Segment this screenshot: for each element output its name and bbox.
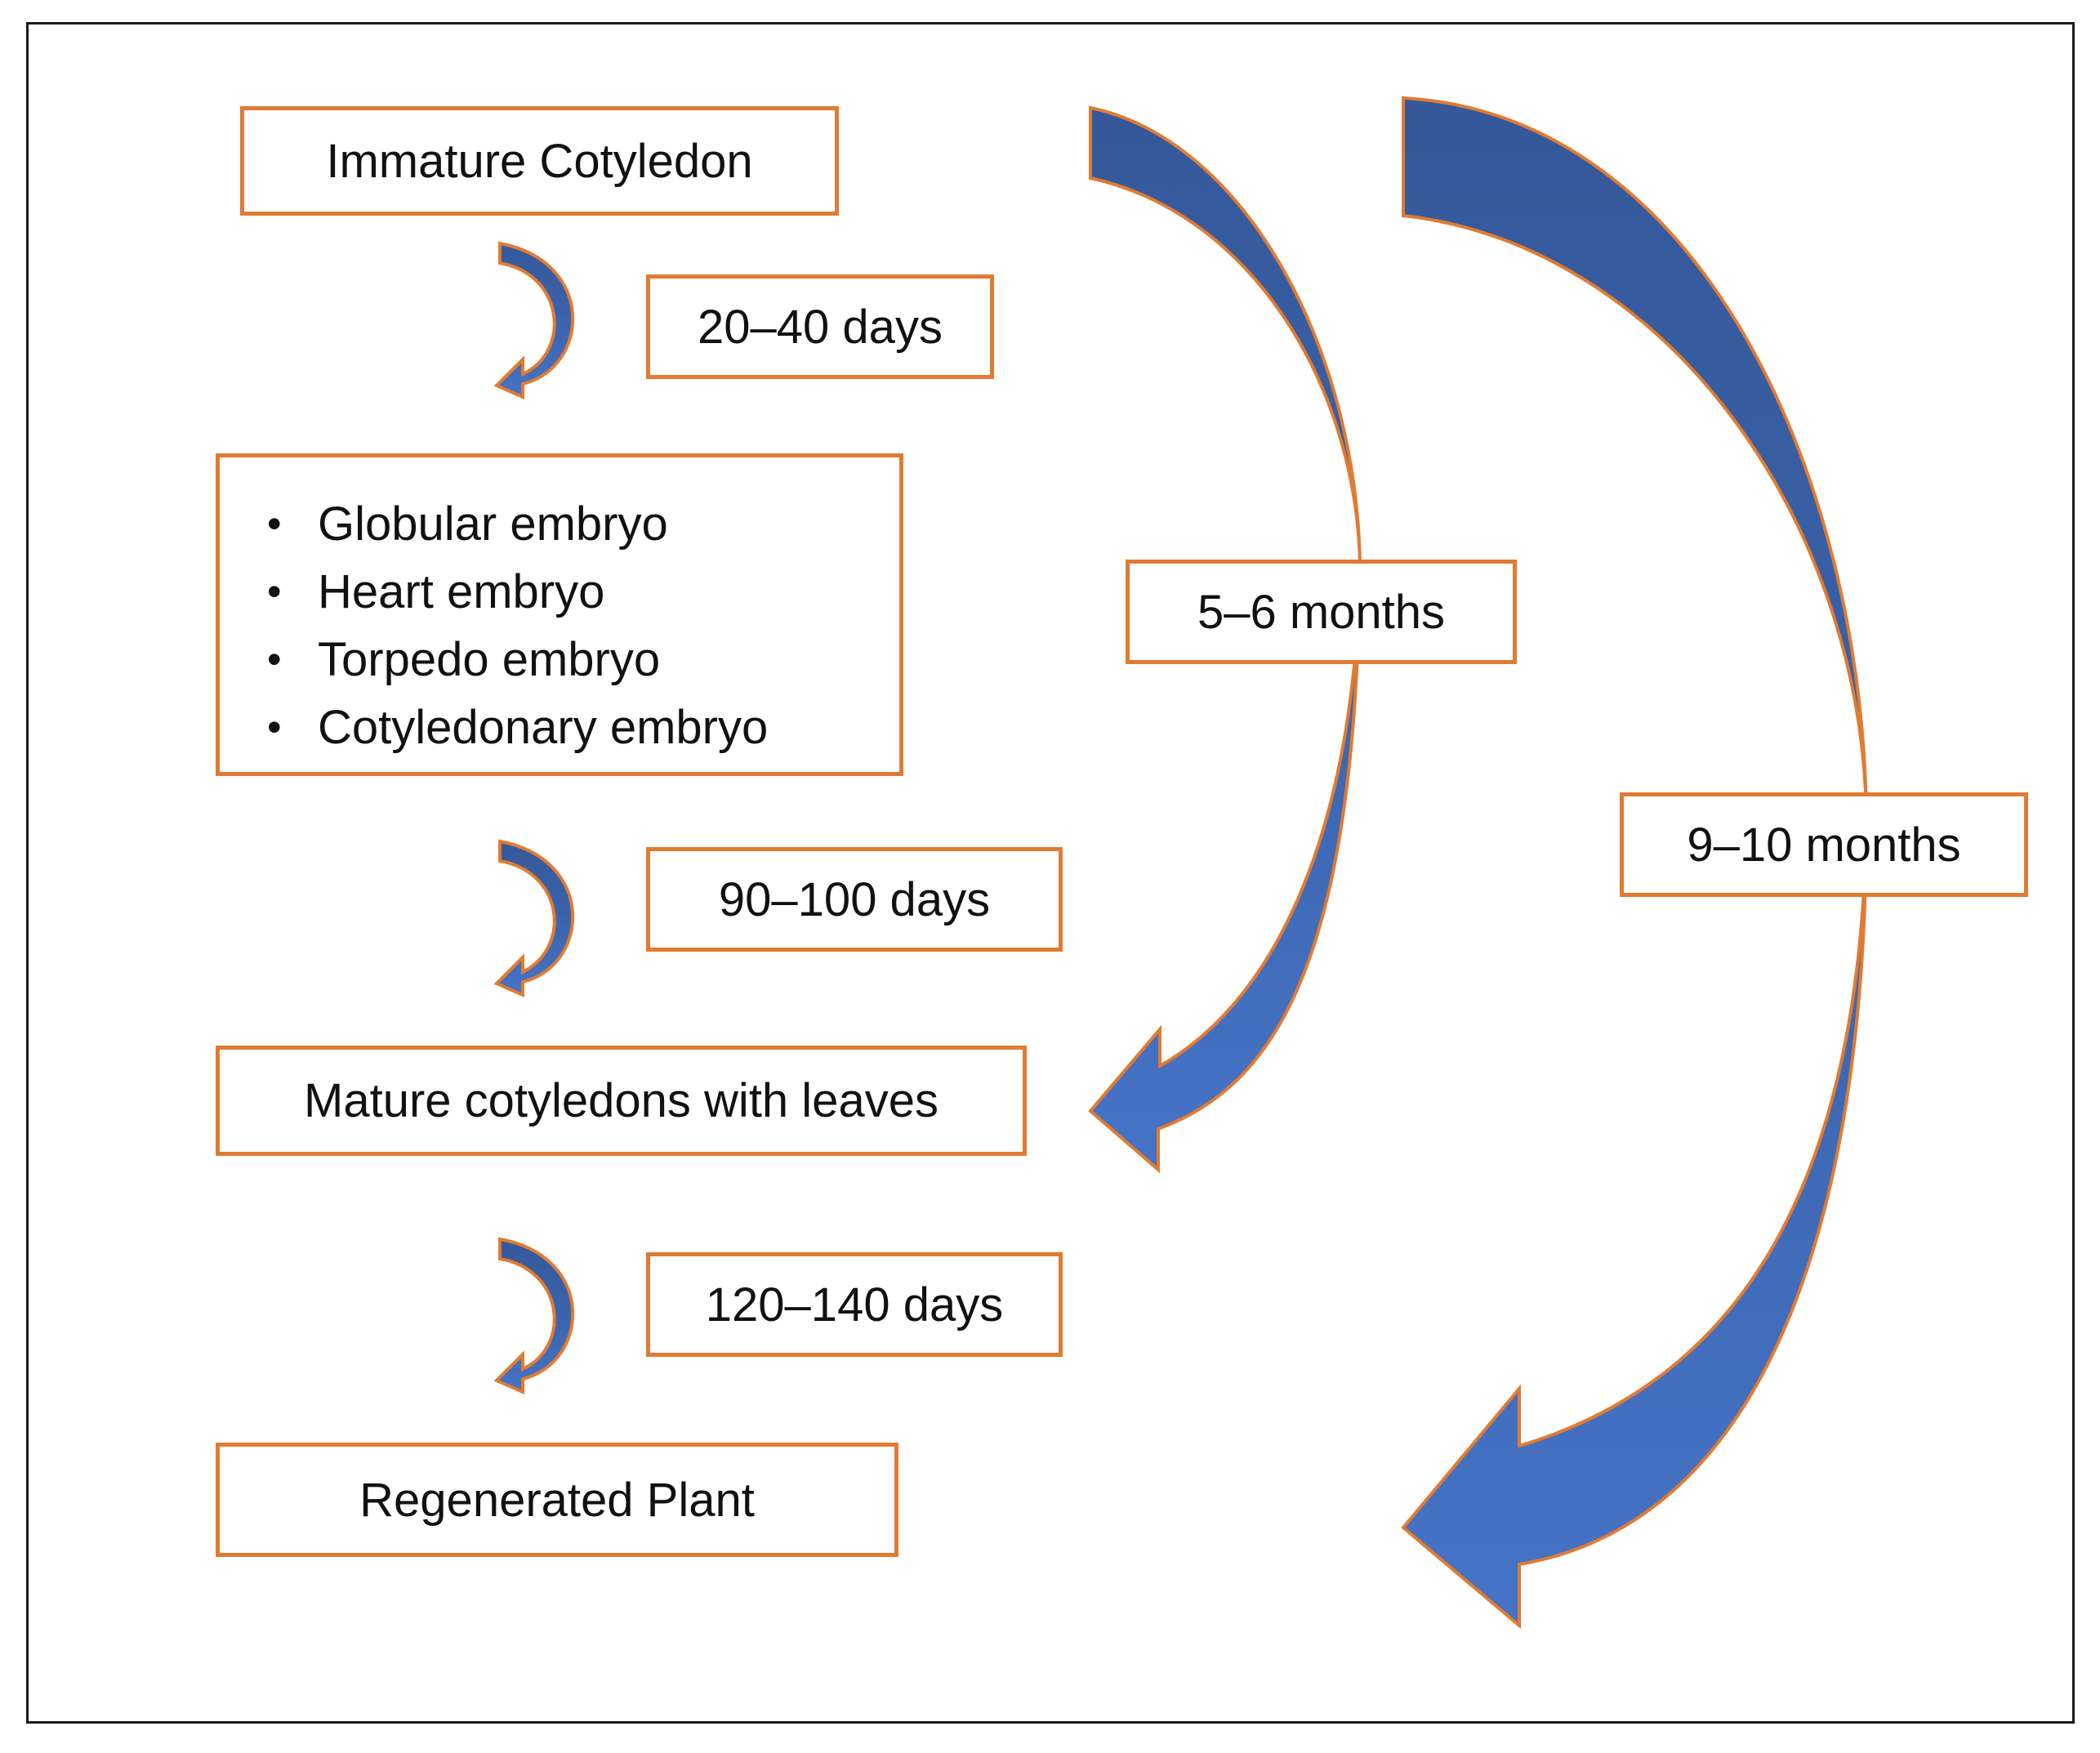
stage-immature-cotyledon-label: Immature Cotyledon [326, 134, 753, 188]
small-curved-arrow-1 [493, 241, 575, 400]
embryo-stage-item: Cotyledonary embryo [252, 694, 768, 761]
duration-span-to-regenerated-label: 9–10 months [1687, 818, 1961, 872]
figure-frame [26, 22, 2075, 1724]
curved-arrow-5-6-months [1088, 105, 1362, 1174]
stage-embryo-list: Globular embryo Heart embryo Torpedo emb… [216, 453, 903, 776]
duration-step1: 20–40 days [646, 274, 994, 379]
embryo-stage-item: Globular embryo [252, 490, 768, 558]
stage-mature-cotyledons-label: Mature cotyledons with leaves [304, 1074, 939, 1127]
embryo-stage-item: Torpedo embryo [252, 626, 768, 694]
small-curved-arrow-2 [493, 839, 575, 998]
duration-step2-label: 90–100 days [718, 872, 991, 926]
duration-span-to-mature-label: 5–6 months [1197, 585, 1446, 639]
stage-regenerated-plant-label: Regenerated Plant [359, 1473, 755, 1527]
embryo-stage-list: Globular embryo Heart embryo Torpedo emb… [252, 490, 768, 761]
curved-arrow-9-10-months [1401, 96, 1869, 1630]
duration-step3: 120–140 days [646, 1252, 1063, 1357]
embryo-stage-item: Heart embryo [252, 558, 768, 626]
stage-immature-cotyledon: Immature Cotyledon [240, 106, 839, 216]
duration-span-to-mature: 5–6 months [1126, 560, 1517, 664]
duration-step1-label: 20–40 days [698, 300, 943, 354]
duration-step3-label: 120–140 days [705, 1278, 1004, 1331]
duration-span-to-regenerated: 9–10 months [1620, 792, 2028, 897]
small-curved-arrow-3 [493, 1237, 575, 1395]
duration-step2: 90–100 days [646, 847, 1063, 952]
stage-regenerated-plant: Regenerated Plant [216, 1443, 898, 1557]
stage-mature-cotyledons: Mature cotyledons with leaves [216, 1046, 1027, 1156]
